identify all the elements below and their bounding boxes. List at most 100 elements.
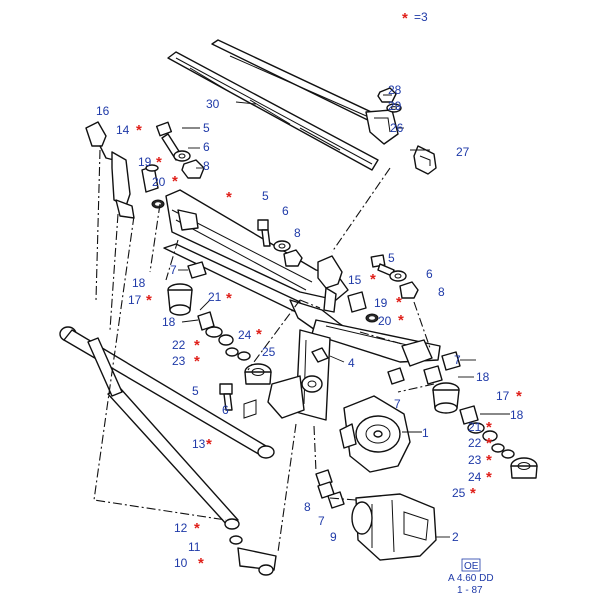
callout-2: 2 [452,530,459,544]
callout-16: 16 [96,104,110,118]
callout-30: 30 [206,97,220,111]
callout-7-right: 7 [454,353,461,367]
replacement-markers: * * * * * * * * * * * * * * * * * * * * … [136,122,522,572]
callout-12: 12 [174,521,188,535]
star-24-left: * [256,326,262,343]
callout-15: 15 [348,273,362,287]
reference-box-code: OE [464,561,479,572]
wiper-blade-assembly [167,39,399,171]
legend-star: * [402,10,408,27]
callout-23-left: 23 [172,354,186,368]
callout-23-right: 23 [468,453,482,467]
washer-stack-left [205,326,272,385]
callout-14: 14 [116,123,130,137]
callout-1: 1 [422,426,429,440]
star-22-left: * [194,337,200,354]
star-23-right: * [486,452,492,469]
callout-6-centre: 6 [282,204,289,218]
bush-17-right [432,382,460,414]
callout-24-left: 24 [238,328,252,342]
star-21-left: * [226,290,232,307]
washer-6-right [389,270,407,282]
callout-7-left: 7 [170,263,177,277]
star-frame: * [226,189,232,206]
star-17-left: * [146,292,152,309]
callout-18-right: 18 [476,370,490,384]
callout-18-left-b: 18 [162,315,176,329]
callout-17-left: 17 [128,293,142,307]
star-24-right: * [486,469,492,486]
ring-20-left [151,199,165,209]
callout-5-right: 5 [388,251,395,265]
wiper-motor-2 [351,493,437,561]
washer-stack-right [467,422,538,479]
star-23-left: * [194,353,200,370]
star-25-right: * [470,485,476,502]
bolt-5-lower [219,383,233,411]
callout-5-centre: 5 [262,189,269,203]
bush-19-right [347,291,367,313]
grommet-7-centre [387,367,405,385]
sleeve-18-lower-right [459,405,479,425]
callout-21-right: 21 [468,420,482,434]
callout-9: 9 [330,530,337,544]
legend-text: =3 [414,10,428,24]
ring-20-right [365,313,379,323]
callout-22-right: 22 [468,436,482,450]
callout-26: 26 [390,121,404,135]
callout-19-right: 19 [374,296,388,310]
star-19-left: * [156,154,162,171]
star-13: * [206,436,212,453]
link-end-10-11-12 [224,518,277,576]
callout-19-left: 19 [138,155,152,169]
callout-20-left: 20 [152,175,166,189]
callout-8-right: 8 [438,285,445,299]
bolt-5-centre [257,219,271,247]
callout-7-centre: 7 [394,397,401,411]
bolt-4 [311,347,329,363]
callout-21-left: 21 [208,290,222,304]
callout-7-lower: 7 [318,514,325,528]
callout-13: 13 [192,437,206,451]
callout-6-left: 6 [203,140,210,154]
callout-27: 27 [456,145,470,159]
drawing-reference: OE A 4.60 DD 1 - 87 [448,558,494,596]
callout-25-right: 25 [452,486,466,500]
grommet-7-left [187,261,207,279]
callout-5-left: 5 [203,121,210,135]
washer-6-left [173,150,191,162]
washer-6-lower [243,399,257,419]
nut-8-left [181,159,205,179]
star-17-right: * [516,388,522,405]
callout-8-lower: 8 [304,500,311,514]
callout-8-centre: 8 [294,226,301,240]
callout-25-left: 25 [262,345,276,359]
star-12: * [194,520,200,537]
callout-22-left: 22 [172,338,186,352]
star-20-right: * [398,312,404,329]
washer-6-centre [273,240,291,252]
nut-28 [377,87,397,103]
callout-20-right: 20 [378,314,392,328]
callout-10: 10 [174,556,188,570]
callout-18-left: 18 [132,276,146,290]
reference-number: A 4.60 DD [448,573,494,584]
star-14: * [136,122,142,139]
callout-labels: 1 2 4 5 6 8 8 5 6 8 5 6 8 5 6 7 7 7 7 8 … [96,83,524,570]
callout-8-left: 8 [203,159,210,173]
washer-29 [386,103,402,113]
pivot-15-right [317,255,343,313]
star-15: * [370,271,376,288]
callout-6-right: 6 [426,267,433,281]
nut-8-right [399,281,419,299]
star-22-right: * [486,435,492,452]
grommet-7-right [441,351,461,371]
callout-5-lower: 5 [192,384,199,398]
sleeve-18-right [423,365,443,385]
callout-28: 28 [388,83,402,97]
link-rod-13 [59,326,275,527]
star-10: * [198,555,204,572]
bush-19-left [141,164,159,193]
pivot-bracket-14 [85,121,135,219]
